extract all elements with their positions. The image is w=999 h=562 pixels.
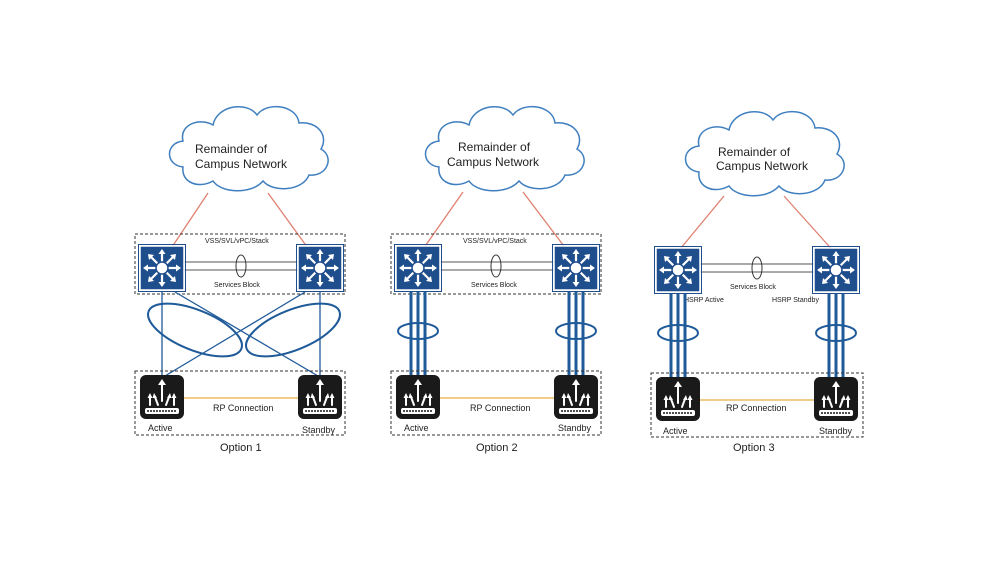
multilayer-switch-icon	[295, 243, 345, 293]
option-1-diagram: Remainder of Campus Network VSS/SVL/vPC/…	[134, 105, 346, 454]
multilayer-switch-icon	[653, 245, 703, 295]
hsrp-active-label: HSRP Active	[684, 297, 724, 304]
router-stack-icon	[139, 374, 185, 420]
rp-connection-label: RP Connection	[726, 403, 786, 413]
etherchannel-ring	[245, 302, 341, 358]
bundle-ring	[235, 254, 247, 278]
etherchannel-ring	[147, 302, 243, 358]
parallel-downlinks	[669, 294, 845, 378]
option-label: Option 3	[733, 442, 775, 454]
uplink-left	[675, 195, 725, 255]
distribution-block-border	[390, 233, 602, 295]
cloud-text-line2: Campus Network	[195, 157, 288, 171]
cloud-text-line1: Remainder of	[718, 145, 791, 159]
router-stack-icon	[813, 376, 859, 422]
access-block-border	[134, 370, 346, 436]
access-block-border	[650, 372, 864, 438]
distribution-block-border	[134, 233, 346, 295]
router-stack-icon	[395, 374, 441, 420]
stack-label: VSS/SVL/vPC/Stack	[463, 238, 527, 245]
parallel-downlinks	[409, 292, 585, 376]
option-label: Option 2	[476, 442, 518, 454]
cloud-text-line1: Remainder of	[195, 142, 268, 156]
cloud-text-line1: Remainder of	[458, 140, 531, 154]
multilayer-switch-icon	[393, 243, 443, 293]
cross-link	[164, 291, 306, 377]
etherchannel-ring	[657, 324, 699, 342]
multilayer-switch-icon	[551, 243, 601, 293]
cloud-text-line2: Campus Network	[716, 159, 809, 173]
stack-label: VSS/SVL/vPC/Stack	[205, 238, 269, 245]
bundle-ring	[490, 254, 502, 278]
etherchannel-ring	[555, 322, 597, 340]
etherchannel-ring	[397, 322, 439, 340]
rp-connection-label: RP Connection	[213, 403, 273, 413]
etherchannel-ring	[815, 324, 857, 342]
router-stack-icon	[297, 374, 343, 420]
standby-label: Standby	[819, 426, 853, 436]
uplink-right	[783, 195, 837, 255]
services-block-label: Services Block	[730, 284, 776, 291]
multilayer-switch-icon	[811, 245, 861, 295]
option-label: Option 1	[220, 442, 262, 454]
rp-connection-label: RP Connection	[470, 403, 530, 413]
active-label: Active	[663, 426, 688, 436]
standby-label: Standby	[558, 423, 592, 433]
cross-link	[174, 291, 319, 377]
active-label: Active	[148, 423, 173, 433]
router-stack-icon	[553, 374, 599, 420]
hsrp-standby-label: HSRP Standby	[772, 297, 819, 304]
standby-label: Standby	[302, 425, 336, 435]
cloud-text-line2: Campus Network	[447, 155, 540, 169]
option-3-diagram: Remainder of Campus Network Services Blo…	[650, 110, 864, 454]
services-block-label: Services Block	[214, 282, 260, 289]
active-label: Active	[404, 423, 429, 433]
services-block-label: Services Block	[471, 282, 517, 289]
multilayer-switch-icon	[137, 243, 187, 293]
bundle-ring	[751, 256, 763, 280]
option-2-diagram: Remainder of Campus Network VSS/SVL/vPC/…	[390, 105, 602, 454]
access-block-border	[390, 370, 602, 436]
router-stack-icon	[655, 376, 701, 422]
